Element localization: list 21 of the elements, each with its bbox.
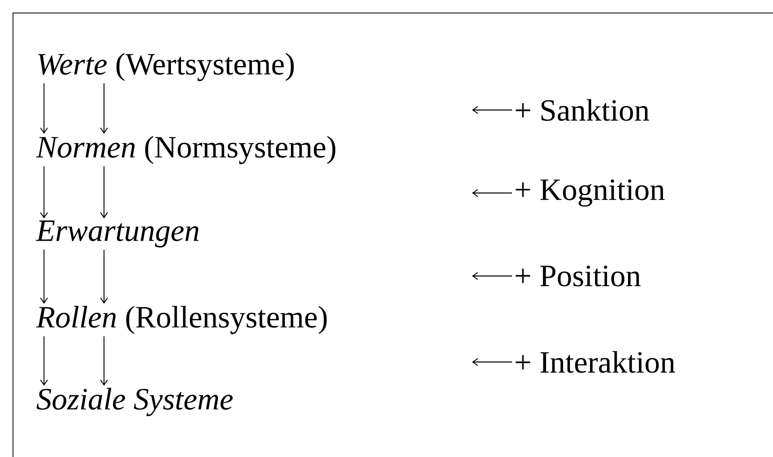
arrow: [472, 358, 512, 366]
factor-label: + Interaktion: [516, 351, 675, 373]
arrow: [40, 249, 48, 304]
level-label: Normen (Normsysteme): [36, 136, 336, 164]
arrow: [472, 272, 512, 280]
arrow: [100, 249, 108, 304]
arrow: [40, 82, 48, 134]
level-label: Rollen (Rollensysteme): [36, 306, 327, 334]
factor-label: + Position: [516, 266, 641, 286]
arrow: [100, 336, 108, 386]
level-label: Werte (Wertsysteme): [38, 52, 294, 82]
level-label: Erwartungen: [36, 220, 199, 248]
arrow: [40, 166, 48, 218]
arrow: [472, 189, 512, 197]
factor-label: + Sanktion: [516, 99, 650, 121]
arrow: [472, 106, 512, 114]
level-label: Soziale Systeme: [36, 388, 233, 416]
arrow: [40, 336, 48, 386]
arrow: [100, 82, 108, 134]
factor-label: + Kognition: [516, 179, 665, 207]
arrow: [100, 166, 108, 218]
